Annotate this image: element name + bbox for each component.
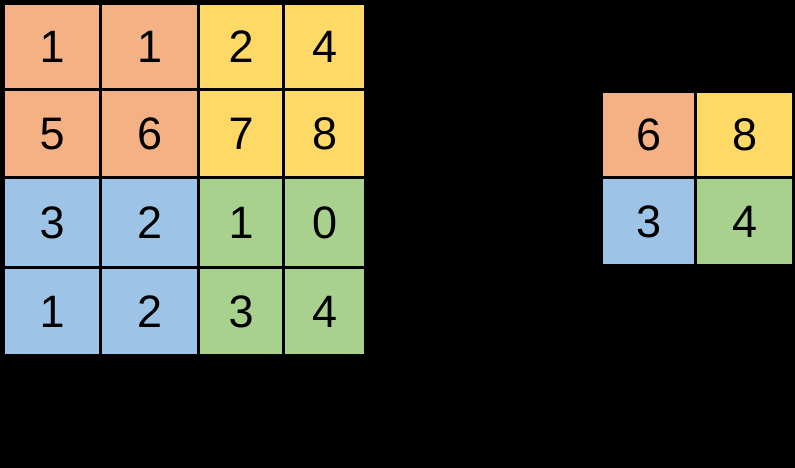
- input-grid-cell-r0c3: 4: [285, 5, 364, 88]
- input-grid-cell-r2c0: 3: [5, 179, 99, 266]
- pooled-grid-cell-r1c1: 4: [697, 179, 792, 264]
- input-grid-cell-r0c0: 1: [5, 5, 99, 88]
- input-grid-cell-r3c1: 2: [102, 269, 197, 354]
- input-grid-cell-r1c1: 6: [102, 91, 197, 176]
- input-grid-cell-r0c2: 2: [200, 5, 282, 88]
- input-grid-cell-r0c1: 1: [102, 5, 197, 88]
- input-grid-cell-r2c3: 0: [285, 179, 364, 266]
- pooled-grid-cell-r0c0: 6: [603, 93, 694, 176]
- input-grid-cell-r3c3: 4: [285, 269, 364, 354]
- input-grid-cell-r1c0: 5: [5, 91, 99, 176]
- pooled-grid-cell-r1c0: 3: [603, 179, 694, 264]
- input-grid-cell-r1c3: 8: [285, 91, 364, 176]
- input-grid-cell-r3c0: 1: [5, 269, 99, 354]
- input-grid-cell-r2c2: 1: [200, 179, 282, 266]
- input-grid-cell-r2c1: 2: [102, 179, 197, 266]
- pooled-grid-cell-r0c1: 8: [697, 93, 792, 176]
- input-grid-cell-r3c2: 3: [200, 269, 282, 354]
- input-grid-cell-r1c2: 7: [200, 91, 282, 176]
